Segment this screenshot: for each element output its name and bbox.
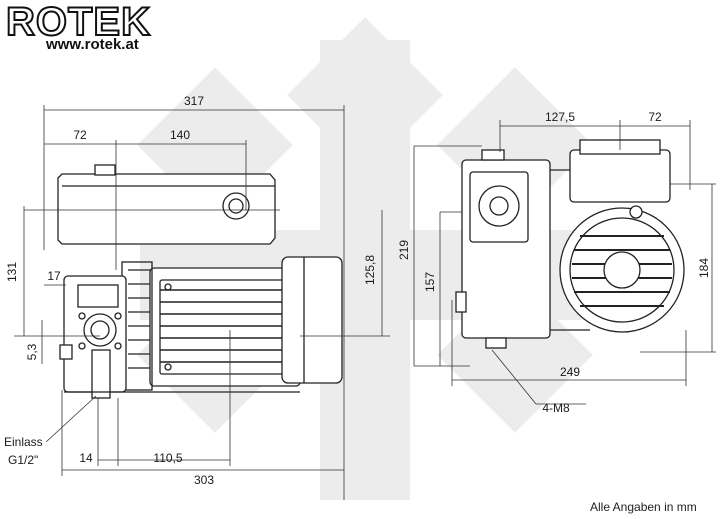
dim-131: 131 xyxy=(5,262,19,282)
dim-219: 219 xyxy=(397,240,411,260)
dim-5-3: 5,3 xyxy=(25,343,39,360)
dim-17: 17 xyxy=(47,269,61,283)
dim-72-front: 72 xyxy=(73,128,87,142)
pump-front-view xyxy=(57,164,343,399)
dim-157: 157 xyxy=(423,272,437,292)
front-view-dimension-lines xyxy=(14,105,390,500)
dim-127-5: 127,5 xyxy=(545,110,575,124)
dim-249: 249 xyxy=(560,365,580,379)
dim-125-8: 125,8 xyxy=(363,255,377,285)
dim-14: 14 xyxy=(79,451,93,465)
dim-overall-width: 317 xyxy=(184,94,204,108)
pump-side-view xyxy=(455,139,685,349)
inlet-thread: G1/2" xyxy=(8,453,38,467)
units-note: Alle Angaben in mm xyxy=(590,500,697,514)
bolt-spec: 4-M8 xyxy=(542,401,570,415)
rotek-logo: ROTEK xyxy=(5,0,151,45)
dim-110-5: 110,5 xyxy=(153,451,182,465)
dim-140: 140 xyxy=(170,128,190,142)
dim-184: 184 xyxy=(697,258,711,278)
side-view-dimension-lines xyxy=(413,120,716,405)
dim-72-side: 72 xyxy=(648,110,662,124)
inlet-label: Einlass xyxy=(4,435,43,449)
website-url[interactable]: www.rotek.at xyxy=(46,36,139,53)
dim-303: 303 xyxy=(194,473,214,487)
